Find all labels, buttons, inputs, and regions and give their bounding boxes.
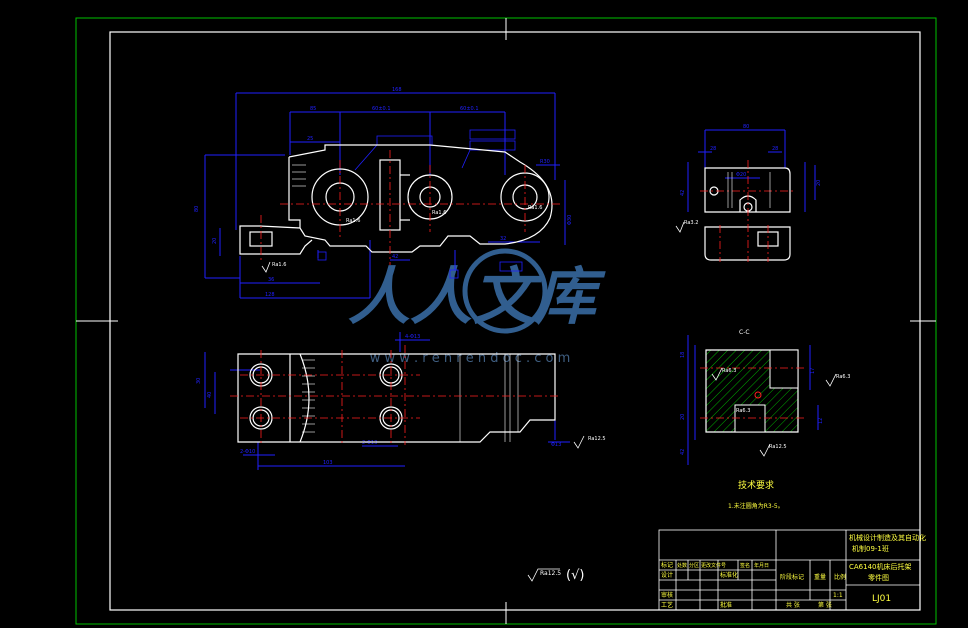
- tb-class: 机制09-1班: [852, 544, 889, 553]
- top-view: 168 85 60±0.1 60±0.1 25 80 20 36 128 42 …: [194, 87, 573, 299]
- tb-row-2: 审核: [661, 591, 673, 599]
- ra-section-3: Ra6.3: [836, 374, 850, 380]
- svg-text:Φ20: Φ20: [736, 172, 746, 178]
- tb-col-4: 年月日: [754, 562, 769, 569]
- tb-std-label: 标准化: [720, 571, 738, 579]
- tb-row-1: 设计: [661, 571, 673, 579]
- ra-top-view: Ra1.6: [272, 262, 286, 268]
- side-view: 80 28 28 42 20 Φ20 Ra3.2: [675, 124, 822, 262]
- svg-text:18: 18: [680, 352, 686, 358]
- section-label: C-C: [739, 329, 750, 336]
- tb-part-name: CA6140机床后托架: [849, 562, 912, 571]
- general-roughness: Ra12.5 (√): [527, 568, 584, 583]
- svg-text:36: 36: [268, 277, 274, 283]
- general-ra-check: (√): [566, 568, 584, 583]
- svg-text:28: 28: [710, 146, 716, 152]
- inner-frame: [109, 31, 921, 611]
- svg-text:103: 103: [323, 460, 333, 466]
- tb-sheet-right: 第 张: [818, 601, 832, 609]
- title-block: [658, 529, 921, 611]
- svg-text:42: 42: [680, 449, 686, 455]
- tech-req-title: 技术要求: [738, 479, 774, 491]
- tb-col-0: 处数: [677, 562, 687, 569]
- watermark-text: 人人文库: [348, 260, 606, 333]
- svg-text:2-Φ13: 2-Φ13: [362, 440, 377, 446]
- tb-scale: 1:1: [833, 592, 843, 599]
- svg-text:128: 128: [265, 292, 275, 298]
- tb-weight-header: 重量: [814, 573, 826, 581]
- svg-text:2-Φ10: 2-Φ10: [240, 449, 255, 455]
- tb-row-3: 工艺: [661, 601, 673, 609]
- centering-marks: [76, 18, 936, 624]
- tb-drawing-type: 零件图: [868, 573, 889, 582]
- tech-requirements: 技术要求 1.未注圆角为R3-5。: [728, 479, 784, 510]
- svg-text:85: 85: [310, 106, 316, 112]
- general-ra-label: Ra12.5: [540, 570, 561, 577]
- svg-text:R30: R30: [540, 159, 550, 165]
- watermark: 人人文库 w w w . r e n r e n d o c . c o m: [348, 248, 606, 366]
- ra-section-2: Ra12.5: [769, 444, 787, 450]
- tech-req-text: 1.未注圆角为R3-5。: [728, 502, 784, 510]
- svg-text:Ra6.3: Ra6.3: [736, 408, 750, 414]
- section-view: C-C 18 20 42 17 12 Ra6.3 Ra6: [680, 329, 850, 465]
- svg-text:Φ30: Φ30: [567, 215, 573, 225]
- tb-row-0: 标记: [661, 561, 673, 569]
- svg-text:4-Φ13: 4-Φ13: [405, 334, 420, 340]
- svg-text:42: 42: [392, 254, 398, 260]
- svg-text:12: 12: [818, 418, 824, 424]
- svg-text:80: 80: [743, 124, 749, 130]
- ra-front-view: Ra12.5: [588, 436, 606, 442]
- tb-col-3: 签名: [740, 562, 750, 569]
- ra-section-1: Ra6.3: [722, 368, 736, 374]
- tb-col-2: 更改文件号: [701, 562, 726, 569]
- svg-text:17: 17: [810, 368, 816, 374]
- svg-text:25: 25: [307, 136, 313, 142]
- ra-side-view: Ra3.2: [684, 220, 698, 226]
- svg-text:Φ13: Φ13: [551, 442, 561, 448]
- tb-sheet-left: 共 张: [786, 601, 800, 609]
- tb-school: 机械设计制造及其自动化: [849, 533, 926, 542]
- svg-text:60±0.1: 60±0.1: [372, 106, 391, 112]
- svg-text:30: 30: [196, 378, 202, 384]
- tb-drawing-no: LJ01: [872, 594, 891, 604]
- tb-approve-label: 批准: [720, 601, 732, 609]
- svg-text:20: 20: [212, 238, 218, 244]
- svg-text:60±0.1: 60±0.1: [460, 106, 479, 112]
- tb-scale-header: 比例: [834, 573, 846, 581]
- tb-stage-header: 阶段标记: [780, 573, 804, 581]
- svg-text:20: 20: [680, 414, 686, 420]
- watermark-url: w w w . r e n r e n d o c . c o m: [370, 351, 571, 366]
- svg-text:168: 168: [392, 87, 402, 93]
- ra-hole-1: Ra1.6: [346, 218, 360, 224]
- svg-text:42: 42: [680, 190, 686, 196]
- svg-text:40: 40: [207, 392, 213, 398]
- svg-text:80: 80: [194, 206, 200, 212]
- svg-text:20: 20: [816, 180, 822, 186]
- ra-hole-3: Ra1.6: [528, 205, 542, 211]
- svg-text:32: 32: [500, 236, 506, 242]
- tb-col-1: 分区: [689, 562, 699, 569]
- svg-text:28: 28: [772, 146, 778, 152]
- front-view: 30 40 103 2-Φ10 2-Φ13 Φ13 4-Φ13: [196, 332, 606, 470]
- title-block-text: 机械设计制造及其自动化 机制09-1班 CA6140机床后托架 零件图 LJ01…: [661, 533, 926, 609]
- ra-hole-2: Ra1.6: [432, 210, 446, 216]
